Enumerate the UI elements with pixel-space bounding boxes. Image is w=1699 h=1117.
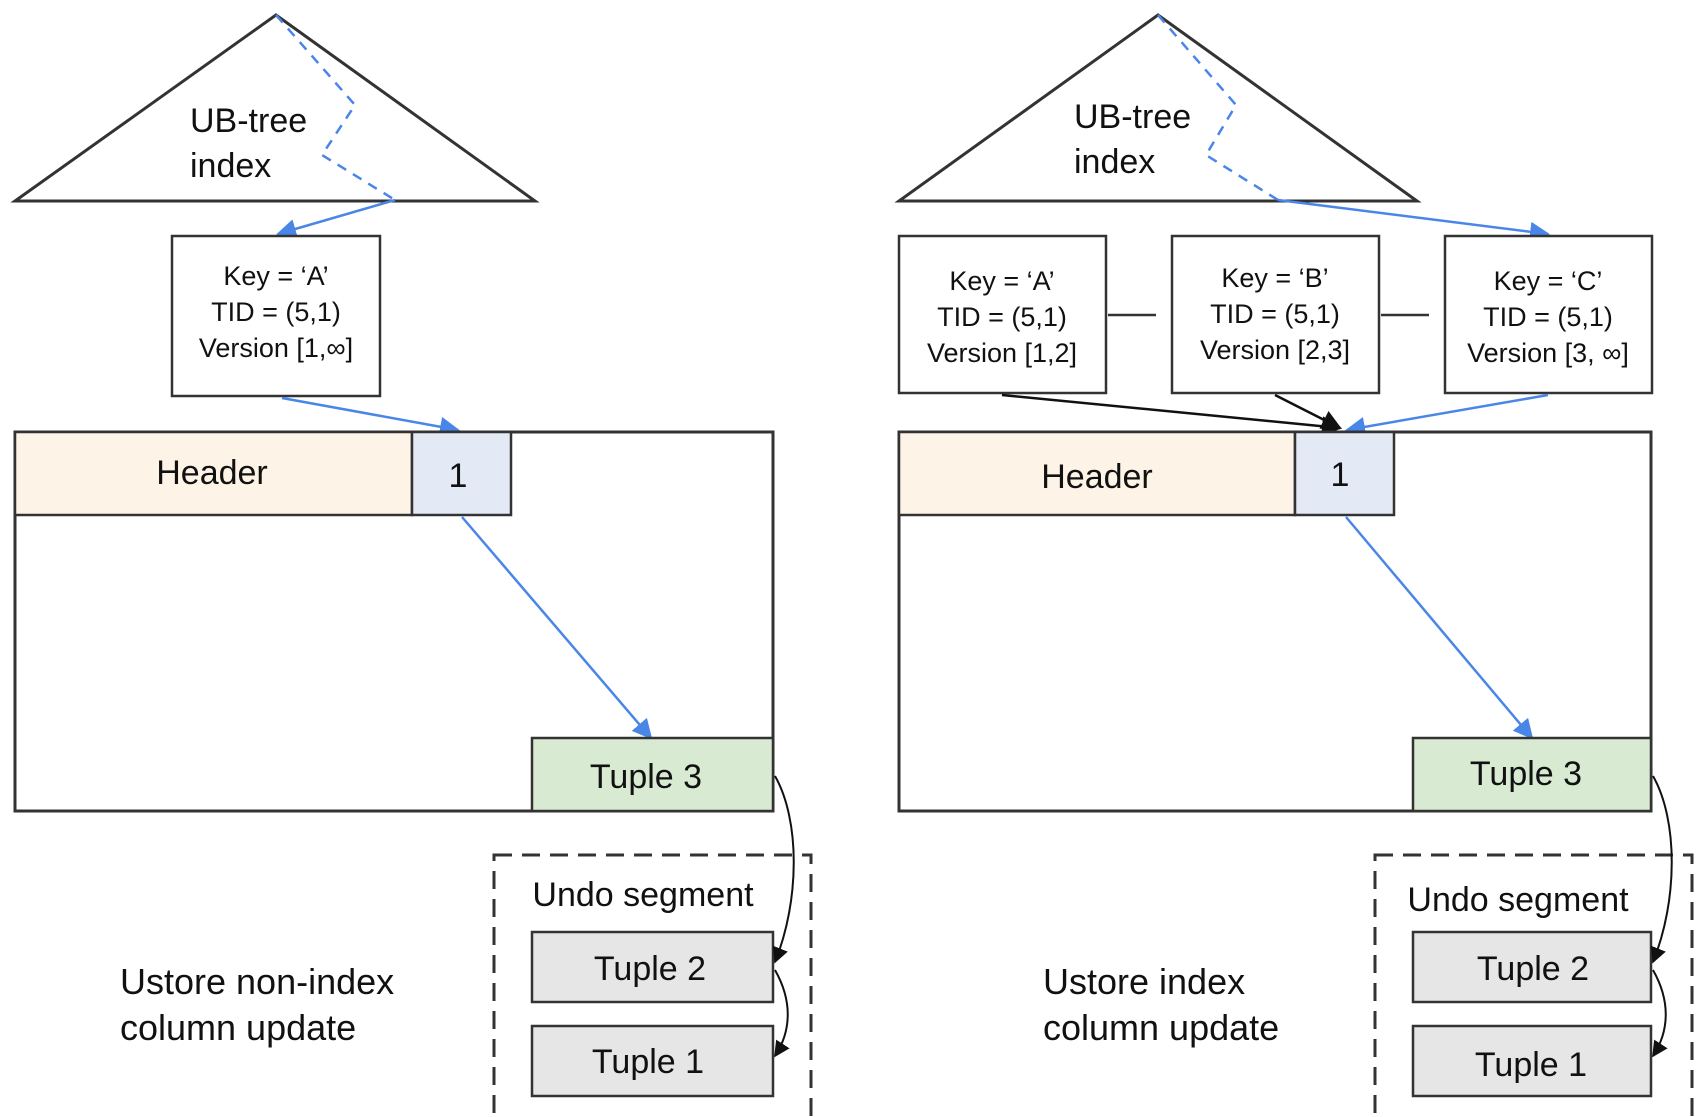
right-tuple3-to-tuple2-arrow <box>1650 775 1673 964</box>
right-slot-label: 1 <box>1331 456 1350 494</box>
right-entry-a-tid: TID = (5,1) <box>937 302 1067 332</box>
right-undo-segment <box>1373 853 1694 1117</box>
left-slot-to-tuple-arrow <box>461 516 653 740</box>
right-undo-tuple1 <box>1411 1024 1653 1098</box>
left-caption-line1: Ustore non-index <box>120 961 394 1002</box>
right-tuple2-to-tuple1-arrow <box>1652 969 1668 1058</box>
left-tuple3 <box>530 736 775 813</box>
left-entry-to-slot-arrow <box>281 396 460 437</box>
right-entry-c-version: Version [3, ∞] <box>1467 338 1629 368</box>
right-entry-b-version: Version [2,3] <box>1200 335 1350 365</box>
right-page-header <box>897 430 1297 517</box>
right-undo-tuple2-label: Tuple 2 <box>1477 950 1589 988</box>
right-entry-c-to-slot-arrow <box>1345 393 1549 437</box>
right-index-entry-b <box>1170 234 1381 395</box>
left-entry-key: Key = ‘A’ <box>223 261 328 291</box>
left-tree-search-path <box>275 14 396 202</box>
right-tree-search-path <box>1157 14 1279 202</box>
left-index-label-line1: UB-tree <box>190 102 307 140</box>
right-entry-c-tid: TID = (5,1) <box>1483 302 1613 332</box>
left-undo-tuple1-label: Tuple 1 <box>592 1043 704 1081</box>
left-undo-tuple2-label: Tuple 2 <box>594 950 706 988</box>
left-panel: UB-tree index Key = ‘A’ TID = (5,1) Vers… <box>10 13 813 1117</box>
right-undo-tuple1-label: Tuple 1 <box>1475 1046 1587 1084</box>
right-entry-b-tid: TID = (5,1) <box>1210 299 1340 329</box>
right-ubtree-triangle <box>894 13 1422 203</box>
left-index-entry <box>170 234 382 398</box>
left-index-label-line2: index <box>190 147 271 185</box>
left-ubtree-triangle <box>10 13 540 203</box>
right-index-entry-c <box>1443 234 1654 395</box>
left-undo-title: Undo segment <box>532 876 754 914</box>
right-tuple3-label: Tuple 3 <box>1470 755 1582 793</box>
right-index-label-line1: UB-tree <box>1074 98 1191 136</box>
right-index-label-line2: index <box>1074 143 1155 181</box>
right-line-pointer-slot <box>1293 430 1396 517</box>
right-entry-a-to-slot-arrow <box>1001 393 1342 437</box>
left-tree-to-entry-arrow <box>276 198 396 239</box>
right-index-entry-a <box>897 234 1108 395</box>
right-caption-line2: column update <box>1043 1007 1279 1048</box>
right-entry-b-to-slot-arrow <box>1274 393 1342 430</box>
left-tuple3-label: Tuple 3 <box>590 758 702 796</box>
left-undo-segment <box>492 853 813 1117</box>
right-caption-line1: Ustore index <box>1043 961 1245 1002</box>
left-line-pointer-slot <box>410 430 513 517</box>
left-tuple2-to-tuple1-arrow <box>774 969 790 1058</box>
left-undo-tuple2 <box>530 930 775 1004</box>
left-tuple3-to-tuple2-arrow <box>772 775 795 964</box>
left-entry-version: Version [1,∞] <box>199 333 353 363</box>
left-undo-tuple1 <box>530 1024 775 1098</box>
right-header-label: Header <box>1041 458 1153 496</box>
left-slot-label: 1 <box>449 457 468 495</box>
left-caption-line2: column update <box>120 1007 356 1048</box>
right-undo-title: Undo segment <box>1407 881 1629 919</box>
right-entry-a-key: Key = ‘A’ <box>949 266 1054 296</box>
right-panel: UB-tree index Key = ‘A’ TID = (5,1) Vers… <box>894 13 1694 1117</box>
right-undo-tuple2 <box>1411 930 1653 1004</box>
left-header-label: Header <box>156 454 268 492</box>
left-entry-tid: TID = (5,1) <box>211 297 341 327</box>
right-entry-b-key: Key = ‘B’ <box>1221 263 1328 293</box>
right-slot-to-tuple-arrow <box>1345 516 1534 740</box>
right-tuple3 <box>1411 736 1653 813</box>
right-entry-a-version: Version [1,2] <box>927 338 1077 368</box>
right-entry-c-key: Key = ‘C’ <box>1494 266 1603 296</box>
left-page-header <box>13 430 414 517</box>
right-tree-to-entry-c-arrow <box>1277 198 1550 242</box>
